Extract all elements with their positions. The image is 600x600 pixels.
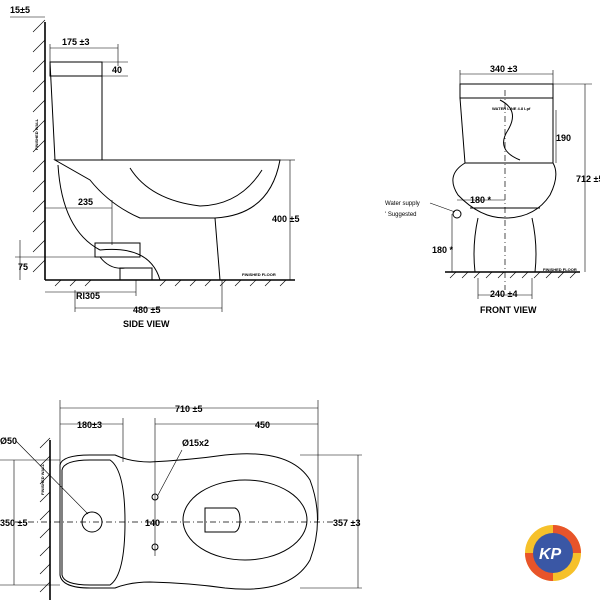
- water-supply-label: Water supply: [385, 201, 420, 207]
- lid-height-dim: 40: [112, 65, 122, 75]
- water-line-label: WATER LINE 4.8 Lpf: [492, 106, 531, 111]
- bowl-length-dim: 450: [255, 420, 270, 430]
- plan-view: FINISHED WALL 710 ±5 180±3 450 Ø15x2 Ø50: [0, 400, 362, 600]
- side-finished-floor-label: FINISHED FLOOR: [242, 272, 276, 277]
- front-floor-hatching: [449, 271, 577, 279]
- outlet-offset-dim: 235: [78, 197, 93, 207]
- plan-seat-outer: [182, 479, 308, 561]
- front-tank-lid: [459, 83, 554, 99]
- rough-in-dim: RI305: [76, 291, 100, 301]
- mount-spacing-dim: 140: [145, 518, 160, 528]
- tank-width-dim: 340 ±3: [490, 64, 517, 74]
- tank-lid: [49, 61, 103, 77]
- plan-tank-top: [61, 459, 126, 586]
- total-height-dim: 712 ±5: [576, 174, 600, 184]
- base-width-dim: 240 ±4: [490, 289, 517, 299]
- total-length-dim: 710 ±5: [175, 404, 202, 414]
- outlet-height-dim: 75: [18, 262, 28, 272]
- side-view: FINISHED WALL FINISHED FLOOR 15±5 17: [10, 5, 299, 329]
- tank-depth-dim: 180±3: [77, 420, 102, 430]
- front-floor-label: FINISHED FLOOR: [543, 267, 577, 272]
- hole-dia-dim: Ø15x2: [182, 438, 209, 448]
- logo-inner-circle: [533, 533, 573, 573]
- tank-offset-dim: 175 ±3: [62, 37, 89, 47]
- outlet-pipe: [94, 242, 141, 258]
- tank-outline: [49, 61, 103, 161]
- wall-hatching: [32, 19, 46, 273]
- wall-gap-dim: 15±5: [10, 5, 30, 15]
- front-view-title: FRONT VIEW: [480, 305, 537, 315]
- overall-width-dim: 357 ±3: [333, 518, 360, 528]
- floor-flange: [119, 267, 153, 281]
- floor-hatching: [54, 279, 287, 287]
- plan-tank-width-dim: 350 ±5: [0, 518, 27, 528]
- plan-body-outline: [59, 453, 318, 590]
- pedestal-front: [214, 217, 221, 281]
- bowl-inner: [129, 167, 263, 207]
- seat-height-dim: 400 ±5: [272, 214, 299, 224]
- trapway-front: [57, 164, 101, 251]
- logo-text: KP: [539, 546, 562, 563]
- outlet-dia-dim: Ø50: [0, 436, 17, 446]
- water-supply-valve: [452, 209, 462, 219]
- outlet-bend: [99, 256, 126, 269]
- side-view-title: SIDE VIEW: [123, 319, 170, 329]
- front-bowl: [452, 162, 557, 219]
- kp-logo: KP: [525, 525, 581, 581]
- plan-bowl-opening: [204, 507, 241, 533]
- flush-mechanism: [499, 99, 521, 161]
- finished-wall-label: FINISHED WALL: [34, 118, 39, 150]
- front-view: WATER LINE 4.8 Lpf 340 ±3 190 712 ±5: [385, 64, 600, 315]
- supply-height-dim: 180 *: [432, 245, 454, 255]
- supply-offset-dim: 180 *: [470, 195, 492, 205]
- tank-inner-dim: 190: [556, 133, 571, 143]
- plan-wall-hatching: [39, 437, 51, 593]
- suggested-label: ' Suggested: [385, 212, 417, 218]
- plan-wall-label: FINISHED WALL: [40, 463, 45, 495]
- depth-dim: 480 ±5: [133, 305, 160, 315]
